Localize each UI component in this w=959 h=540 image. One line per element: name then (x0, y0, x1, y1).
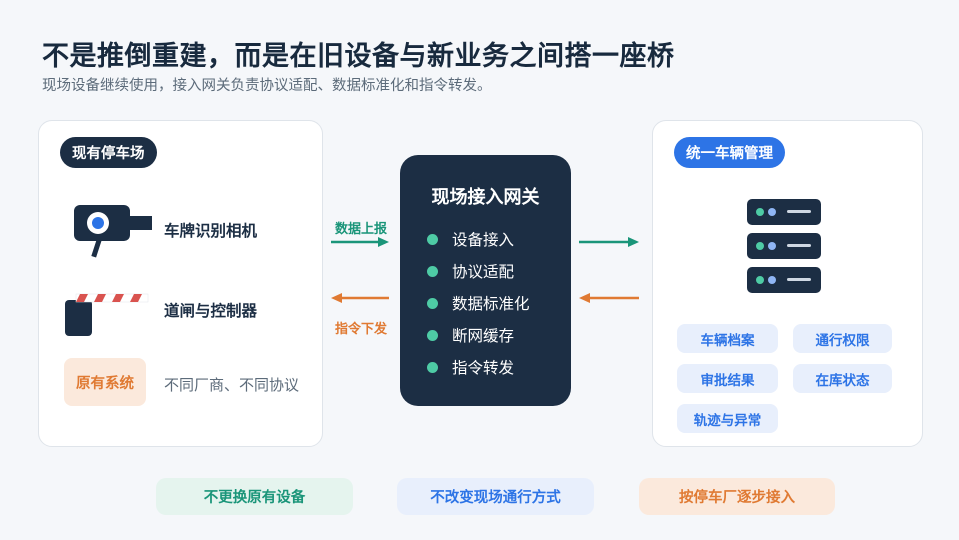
tag-parked-status: 在库状态 (793, 364, 892, 393)
vehicle-management-label: 统一车辆管理 (674, 137, 785, 168)
tag-trajectory-anomaly: 轨迹与异常 (677, 404, 778, 433)
gateway-item: 断网缓存 (427, 324, 514, 346)
bullet-dot-icon (427, 297, 438, 309)
access-gateway-panel: 现场接入网关 设备接入 协议适配 数据标准化 断网缓存 指令转发 (400, 155, 571, 406)
principle-keep-access-flow: 不改变现场通行方式 (397, 478, 594, 515)
server-unit (747, 199, 821, 225)
gateway-item: 数据标准化 (427, 292, 530, 314)
page-subtitle: 现场设备继续使用，接入网关负责协议适配、数据标准化和指令转发。 (42, 78, 492, 94)
barrier-label: 道闸与控制器 (164, 302, 258, 320)
data-upload-label: 数据上报 (335, 222, 388, 237)
camera-icon (74, 205, 152, 258)
existing-parking-label: 现有停车场 (60, 137, 157, 168)
server-unit (747, 233, 821, 259)
principle-gradual-onboarding: 按停车厂逐步接入 (639, 478, 835, 515)
arrow-left-icon (331, 293, 389, 303)
tag-approval-result: 审批结果 (677, 364, 778, 393)
server-unit (747, 267, 821, 293)
command-down-label: 指令下发 (335, 322, 388, 337)
barrier-gate-icon (65, 293, 149, 336)
gateway-title: 现场接入网关 (431, 187, 540, 208)
arrow-right-icon (331, 237, 389, 247)
camera-label: 车牌识别相机 (164, 222, 258, 240)
arrow-right-icon (579, 237, 639, 247)
bullet-dot-icon (427, 233, 438, 245)
bullet-dot-icon (427, 361, 438, 373)
gateway-item: 设备接入 (427, 228, 514, 250)
bullet-dot-icon (427, 265, 438, 277)
legacy-system-badge: 原有系统 (64, 358, 146, 406)
arrow-left-icon (579, 293, 639, 303)
legacy-system-note: 不同厂商、不同协议 (164, 376, 300, 394)
principle-keep-devices: 不更换原有设备 (156, 478, 353, 515)
tag-vehicle-records: 车辆档案 (677, 324, 778, 353)
tag-access-permission: 通行权限 (793, 324, 892, 353)
bullet-dot-icon (427, 329, 438, 341)
gateway-item: 指令转发 (427, 356, 514, 378)
page-title: 不是推倒重建，而是在旧设备与新业务之间搭一座桥 (42, 41, 675, 72)
gateway-item: 协议适配 (427, 260, 514, 282)
